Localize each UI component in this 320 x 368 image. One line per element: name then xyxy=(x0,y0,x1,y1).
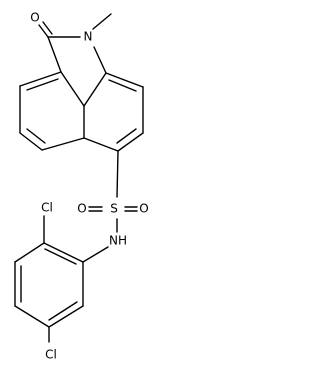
bond-nh-ring xyxy=(82,246,109,263)
sulfonyl-oxygen-right-label: O xyxy=(139,202,148,216)
bond-left-ring-1-inner xyxy=(26,78,59,91)
bond-carbonyl-c-o-2 xyxy=(42,21,53,35)
bond-left-ring-1 xyxy=(19,71,62,87)
sulfur-label: S xyxy=(110,202,118,216)
sulfonyl-oxygen-left-label: O xyxy=(77,202,86,216)
atom-labels: O N O S O NH Cl Cl xyxy=(30,11,148,362)
bond-aryl-5 xyxy=(48,305,84,328)
bond-ring-n-methyl xyxy=(92,13,112,30)
chlorine-top-label: Cl xyxy=(41,201,53,215)
bond-right-ring-1 xyxy=(105,72,144,88)
bond-carbonyl-c-fused-c xyxy=(47,36,62,73)
bond-carbonyl-c-o-1 xyxy=(38,24,49,38)
bond-aryl-5-inner xyxy=(48,301,78,321)
carbonyl-oxygen-label: O xyxy=(30,11,39,25)
amide-nh-label: NH xyxy=(109,234,127,248)
bond-central-top-left xyxy=(60,71,85,107)
bond-aryl-1 xyxy=(43,242,84,263)
bond-aryl-1-inner xyxy=(44,248,77,265)
bond-aryl-2 xyxy=(14,242,45,263)
ring-nitrogen-label: N xyxy=(84,30,93,44)
bond-right-ring-3-inner xyxy=(116,128,137,144)
bond-right-ring-1-inner xyxy=(108,79,137,92)
bond-left-ring-4 xyxy=(41,137,85,151)
bond-left-ring-3 xyxy=(19,132,43,151)
bonds xyxy=(14,13,144,343)
chemical-structure-diagram: O N O S O NH Cl Cl xyxy=(14,11,149,362)
bond-central-top-right xyxy=(83,72,107,107)
bond-right-ring-3 xyxy=(117,132,144,152)
bond-left-ring-3-inner xyxy=(26,128,46,144)
bond-right-ring-4 xyxy=(83,137,119,152)
bond-aryl-4 xyxy=(14,305,50,328)
bond-ring-sulfur xyxy=(116,150,119,198)
bond-ring-n-fused-c xyxy=(93,46,107,74)
chlorine-bottom-label: Cl xyxy=(45,348,57,362)
